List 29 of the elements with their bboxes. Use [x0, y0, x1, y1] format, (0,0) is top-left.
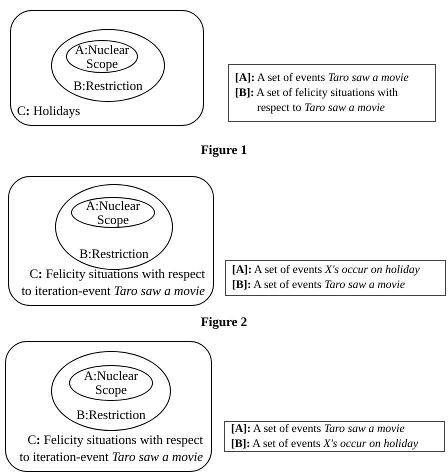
legend-box	[228, 64, 436, 122]
legend-line: [B]: A set of felicity situations with respect to Taro saw a movie	[235, 86, 399, 116]
ellipse-region	[55, 184, 173, 270]
region-label: A:Nuclear Scope	[85, 198, 141, 226]
region-label: A:Nuclear Scope	[74, 42, 130, 70]
legend-line: [A]: A set of events Taro saw a movie	[235, 70, 410, 86]
figure-caption: Figure 2	[200, 313, 248, 331]
ellipse-region	[69, 365, 153, 401]
ellipse-region	[66, 40, 138, 73]
region-label: B:Restriction	[73, 78, 143, 93]
legend-line: [A]: A set of events Taro saw a movie	[231, 422, 406, 436]
legend-box	[225, 260, 446, 296]
ellipse-region	[51, 351, 171, 431]
legend-line: [A]: A set of events X's occur on holiday	[232, 263, 421, 278]
rounded-rectangle-region	[8, 176, 214, 306]
ellipse-region	[51, 29, 165, 102]
region-label: C: Felicity situations with respect to iteration-event Taro saw a movie	[20, 265, 205, 299]
region-label: C: Holidays	[16, 102, 80, 119]
ellipse-region	[71, 197, 155, 228]
region-label: B:Restriction	[76, 407, 146, 422]
legend-line: [B]: A set of events X's occur on holiday	[231, 436, 420, 452]
region-label: B:Restriction	[79, 246, 149, 261]
legend-line: [B]: A set of events Taro saw a movie	[232, 278, 406, 293]
legend-box	[224, 421, 445, 452]
region-label: A:Nuclear Scope	[83, 369, 139, 397]
rounded-rectangle-region	[5, 341, 212, 472]
rounded-rectangle-region	[10, 10, 204, 126]
figure-caption: Figure 1	[200, 141, 248, 159]
region-label: C: Felicity situations with respect to iteration-event Taro saw a movie	[18, 431, 203, 465]
